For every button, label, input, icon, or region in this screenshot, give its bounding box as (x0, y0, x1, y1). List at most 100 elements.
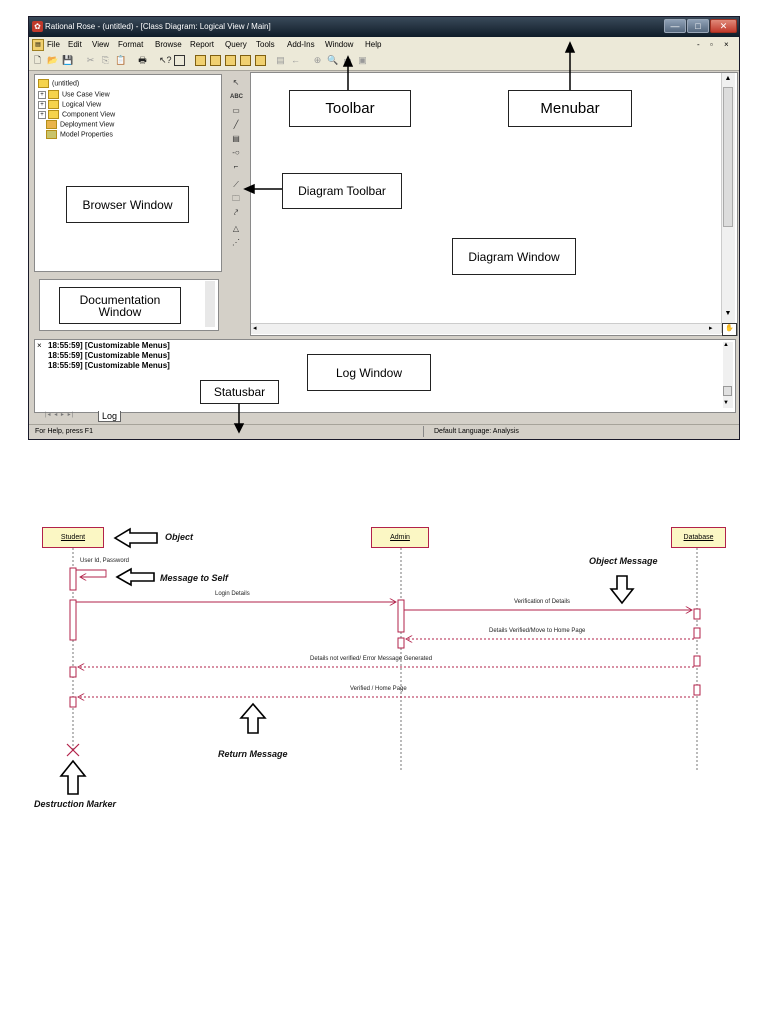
menu-add-ins[interactable]: Add-Ins (287, 40, 315, 49)
log-scrollbar[interactable]: ▲ ▼ (723, 342, 733, 408)
save-icon[interactable]: 💾 (62, 55, 74, 65)
association-class-icon[interactable]: ⟋ (233, 180, 239, 189)
package-icon[interactable]: 🗀 (232, 194, 240, 203)
activation-database-3 (693, 655, 701, 667)
copy-icon[interactable]: ⎘ (101, 55, 110, 65)
menu-browse[interactable]: Browse (155, 40, 182, 49)
activation-student-2 (69, 599, 77, 641)
view-doc-icon[interactable] (174, 55, 185, 66)
pan-icon[interactable]: ✋ (722, 323, 737, 336)
statusbar-arrowhead (233, 423, 245, 434)
browse-usecase-icon[interactable] (210, 55, 221, 66)
dependency-icon[interactable]: ⤤ (233, 208, 239, 217)
cut-icon[interactable]: ✂ (86, 55, 95, 65)
expand-icon[interactable]: + (38, 110, 46, 119)
diagram-horizontal-scrollbar[interactable]: ◂ ▸ (251, 323, 721, 334)
tree-item-model-properties[interactable]: Model Properties (46, 130, 113, 139)
scroll-left-icon[interactable]: ◂ (253, 325, 257, 332)
diagram-vertical-scrollbar[interactable]: ▲ ▼ (721, 73, 735, 333)
menu-help[interactable]: Help (365, 40, 382, 49)
paste-icon[interactable]: 📋 (115, 55, 127, 65)
tree-root[interactable]: (untitled) (38, 79, 79, 88)
unidirectional-association-icon[interactable]: ⌐ (233, 162, 239, 171)
minimize-button[interactable]: — (664, 19, 686, 33)
menu-query[interactable]: Query (225, 40, 247, 49)
open-icon[interactable]: 📂 (47, 55, 59, 65)
tree-item-logical-view[interactable]: +Logical View (38, 100, 101, 109)
tree-root-label: (untitled) (52, 80, 80, 88)
realize-icon[interactable]: ⋰ (232, 238, 240, 247)
scroll-thumb[interactable] (723, 386, 732, 396)
interface-icon[interactable]: -○ (232, 148, 240, 157)
expand-icon[interactable]: + (38, 100, 46, 109)
zoom-out-icon[interactable]: 🔍 (327, 55, 339, 65)
tree-item-use-case-view[interactable]: +Use Case View (38, 90, 110, 99)
print-icon[interactable]: 🖶 (138, 55, 147, 65)
anchor-note-icon[interactable]: ╱ (233, 120, 239, 129)
documentation-scrollbar[interactable] (205, 281, 215, 327)
scroll-thumb[interactable] (723, 87, 733, 227)
browse-sequence-icon[interactable] (255, 55, 266, 66)
new-icon[interactable]: 🗋 (33, 55, 42, 65)
selection-icon[interactable]: ↖ (232, 78, 240, 87)
undo-fit-icon[interactable]: ▣ (358, 55, 367, 65)
note-icon[interactable]: ▭ (232, 106, 240, 115)
context-help-icon[interactable]: ↖? (159, 55, 172, 65)
menu-report[interactable]: Report (190, 40, 215, 49)
activation-database-1 (693, 608, 701, 620)
folder-icon (48, 90, 59, 99)
menu-tools[interactable]: Tools (256, 40, 275, 49)
menu-format[interactable]: Format (118, 40, 144, 49)
tree-item-deployment-view[interactable]: Deployment View (46, 120, 114, 129)
scroll-up-icon[interactable]: ▲ (723, 342, 729, 348)
scroll-down-icon[interactable]: ▼ (724, 310, 732, 317)
text-icon[interactable]: ABC (230, 94, 243, 100)
message-self (76, 569, 107, 577)
menu-window[interactable]: Window (325, 40, 354, 49)
log-line: 18:55:59] [Customizable Menus] (48, 341, 170, 350)
status-help-text: For Help, press F1 (35, 428, 93, 435)
tab-nav-icon[interactable]: |◂ ◂ ▸ ▸| (45, 412, 75, 418)
scroll-up-icon[interactable]: ▲ (724, 75, 732, 82)
object-message-pointer-arrow-icon (609, 575, 635, 605)
close-button[interactable]: ✕ (710, 19, 737, 33)
tree-item-component-view[interactable]: +Component View (38, 110, 115, 119)
scroll-right-icon[interactable]: ▸ (709, 325, 713, 332)
callout-diagram-toolbar: Diagram Toolbar (282, 173, 402, 209)
diagram-toolbar: ↖ ABC ▭ ╱ ▤ -○ ⌐ ⟋ 🗀 ⤤ △ ⋰ (227, 74, 247, 330)
log-line: 18:55:59] [Customizable Menus] (48, 351, 170, 360)
browser-window[interactable]: (untitled) +Use Case View +Logical View … (34, 74, 222, 272)
expand-icon[interactable]: + (38, 90, 46, 99)
log-close-icon[interactable]: × (37, 341, 42, 350)
zoom-in-icon[interactable]: ⊕ (313, 55, 322, 65)
mdi-close-button[interactable]: × (724, 40, 729, 49)
menu-view[interactable]: View (92, 40, 110, 49)
message-label: Verified / Home Page (350, 686, 407, 692)
menu-edit[interactable]: Edit (68, 40, 82, 49)
activation-student-4 (69, 696, 77, 708)
title-bar: ✿ Rational Rose - (untitled) - [Class Di… (29, 17, 739, 37)
document-icon[interactable]: ▤ (32, 39, 44, 51)
annotation-return-message: Return Message (218, 749, 288, 759)
browse-class-icon[interactable] (195, 55, 206, 66)
tab-log[interactable]: Log (98, 411, 122, 422)
activation-admin-1 (397, 599, 405, 633)
activation-student-3 (69, 666, 77, 678)
callout-diagram-window: Diagram Window (452, 238, 576, 275)
browse-component-icon[interactable] (225, 55, 236, 66)
diagram-toolbar-arrowhead (243, 183, 255, 195)
mdi-minimize-button[interactable]: - (697, 40, 700, 49)
status-bar: For Help, press F1 Default Language: Ana… (29, 424, 739, 439)
scroll-down-icon[interactable]: ▼ (723, 400, 729, 406)
log-tab-strip: |◂ ◂ ▸ ▸| Log (45, 411, 130, 422)
callout-menubar: Menubar (508, 90, 632, 127)
class-icon[interactable]: ▤ (232, 134, 240, 143)
browse-deployment-icon[interactable] (240, 55, 251, 66)
log-line: 18:55:59] [Customizable Menus] (48, 361, 170, 370)
browse-previous-icon[interactable]: ← (291, 55, 300, 65)
browse-parent-icon[interactable]: ▤ (276, 55, 285, 65)
menu-file[interactable]: File (47, 40, 60, 49)
generalization-icon[interactable]: △ (232, 224, 240, 233)
mdi-restore-button[interactable]: ▫ (710, 40, 713, 49)
maximize-button[interactable]: □ (687, 19, 709, 33)
